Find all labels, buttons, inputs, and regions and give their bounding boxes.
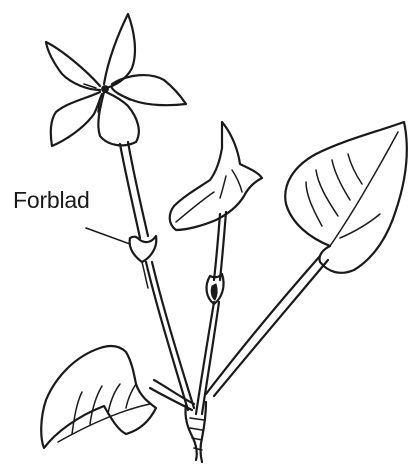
bract-label: Forblad [13, 189, 90, 212]
bud-stem-edge [220, 212, 226, 280]
open-flower [46, 14, 186, 146]
petal-left [51, 92, 102, 146]
leaf-left [41, 346, 156, 448]
bract-pointer [86, 228, 130, 244]
leaf-right-petiole-edge [214, 260, 328, 396]
flower-center [102, 86, 109, 93]
bud-stem [214, 214, 220, 280]
leaf-right [285, 122, 407, 273]
lower-stem-main-edge [152, 262, 194, 408]
flower-stem-edge [128, 142, 148, 236]
flower-bud [170, 122, 262, 230]
petal-upper-left [46, 42, 100, 90]
